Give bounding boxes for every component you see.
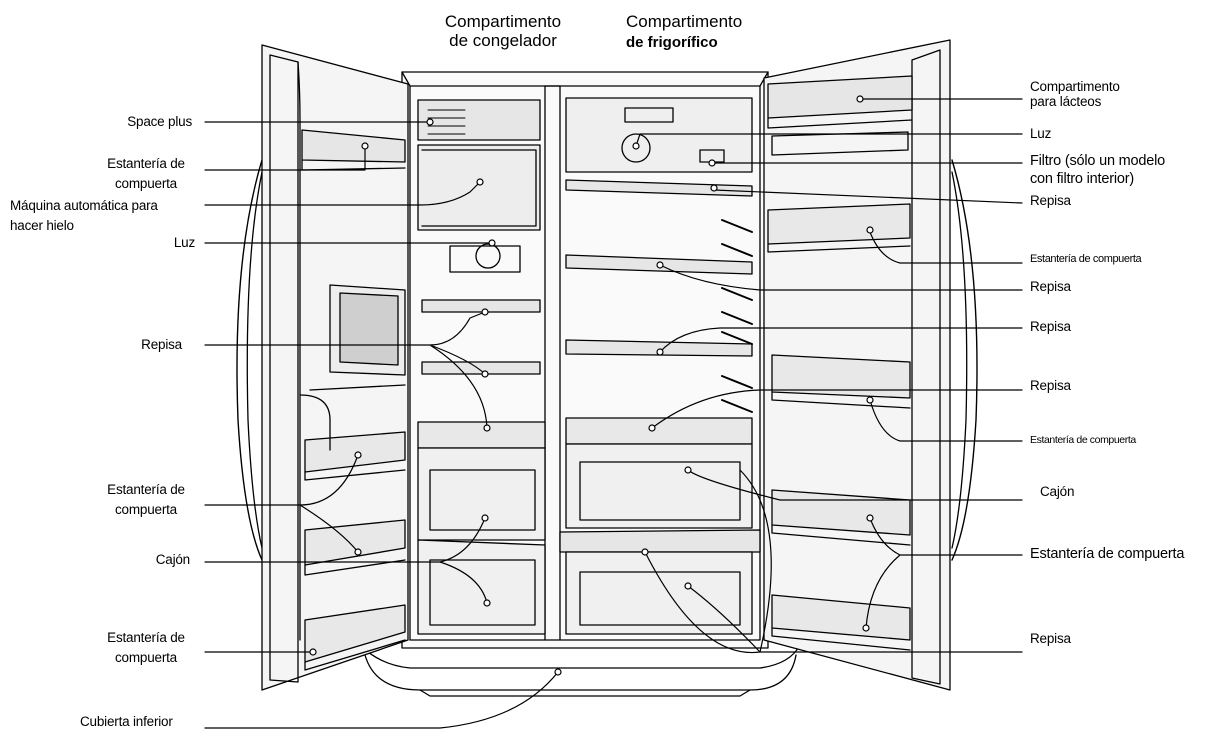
label-left-drawer: Cajón xyxy=(155,552,190,567)
fridge-compartment-heading-line1: Compartimento xyxy=(626,12,743,31)
bottom-cover-shape xyxy=(359,644,801,697)
label-left-light: Luz xyxy=(173,235,195,250)
callout-dots xyxy=(309,95,874,676)
label-right-door-shelf-1: Estantería de compuerta xyxy=(1030,253,1142,265)
right-door xyxy=(763,39,951,691)
label-right-shelf-4: Repisa xyxy=(1030,378,1071,393)
fridge-interior xyxy=(559,97,761,635)
label-right-shelf-2: Repisa xyxy=(1030,279,1071,294)
label-ice-maker: Máquina automática para hacer hielo xyxy=(10,198,158,233)
label-left-shelf: Repisa xyxy=(141,337,182,352)
label-right-door-shelf-3: Estantería de compuerta xyxy=(1030,546,1185,562)
label-right-shelf-3: Repisa xyxy=(1030,319,1071,334)
label-dairy-compartment: Compartimento para lácteos xyxy=(1030,79,1120,109)
freezer-interior xyxy=(417,99,546,635)
label-left-door-shelf-1: Estantería de compuerta xyxy=(107,156,185,191)
label-right-shelf-5: Repisa xyxy=(1030,631,1071,646)
left-side-handle xyxy=(236,159,263,561)
freezer-compartment-heading: Compartimento de congelador xyxy=(444,12,562,50)
label-right-light: Luz xyxy=(1030,126,1052,141)
label-right-door-shelf-2: Estantería de compuerta xyxy=(1030,434,1136,446)
label-left-door-shelf-3: Estantería de compuerta xyxy=(107,630,185,665)
label-left-door-shelf-2: Estantería de compuerta xyxy=(107,482,185,517)
label-filter: Filtro (sólo un modelo con filtro interi… xyxy=(1030,153,1166,187)
leader-lines-right xyxy=(635,98,1023,654)
left-door xyxy=(261,44,409,691)
label-right-drawer: Cajón xyxy=(1040,484,1075,499)
leader-lines-left xyxy=(204,121,559,729)
right-side-handle xyxy=(951,159,978,561)
fridge-compartment-heading-line2: de frigorífico xyxy=(626,34,718,51)
label-right-shelf-1: Repisa xyxy=(1030,193,1071,208)
label-space-plus: Space plus xyxy=(127,114,192,129)
label-bottom-cover: Cubierta inferior xyxy=(80,714,173,729)
